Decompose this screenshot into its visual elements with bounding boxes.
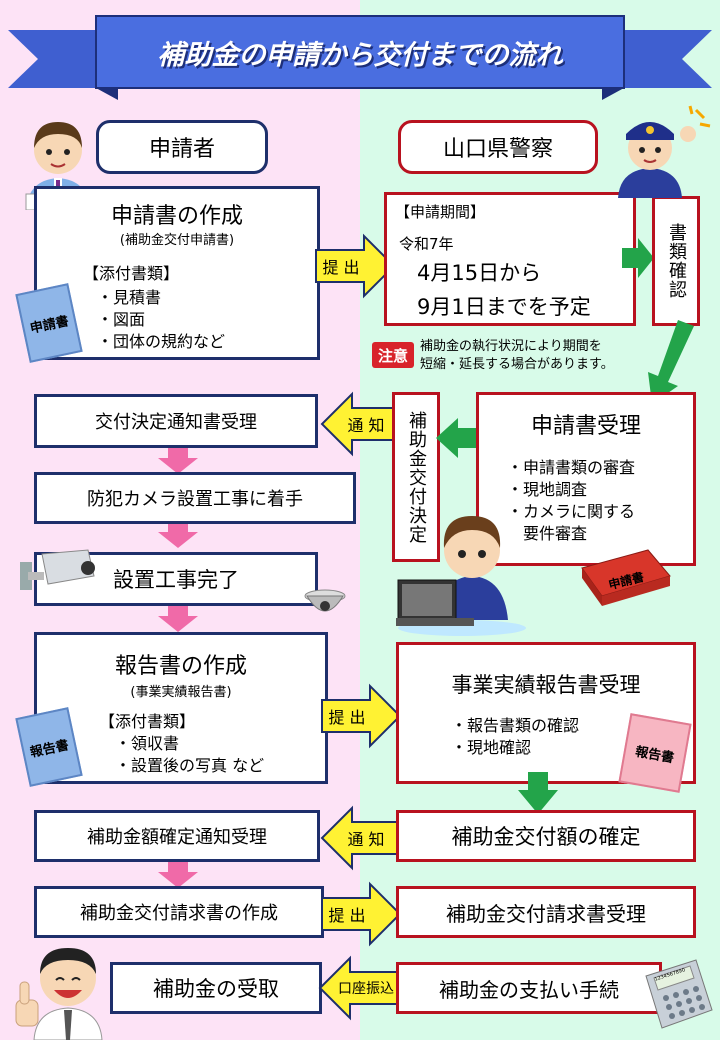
applicant-header: 申請者 bbox=[96, 120, 268, 174]
dome-camera-icon bbox=[304, 589, 346, 612]
calculator-icon bbox=[645, 959, 713, 1029]
document-tray-icon bbox=[581, 549, 671, 606]
title-ribbon bbox=[8, 15, 712, 100]
amount-confirm-box: 補助金交付額の確定 bbox=[396, 810, 696, 862]
period-label: 【申請期間】 bbox=[395, 203, 486, 221]
notify-arrow-2 bbox=[320, 805, 399, 871]
request-receipt-box: 補助金交付請求書受理 bbox=[396, 886, 696, 938]
construction-complete-box: 設置工事完了 bbox=[34, 552, 318, 606]
application-attachment-item: ・図面 bbox=[97, 310, 146, 329]
pink-arrow-down-3 bbox=[158, 604, 198, 632]
decision-notice-box: 交付決定通知書受理 bbox=[34, 394, 318, 448]
payment-process-box: 補助金の支払い手続 bbox=[396, 962, 662, 1014]
green-arrow-to-grant-decision bbox=[436, 418, 484, 458]
caution-text-line1: 補助金の執行状況により期間を bbox=[420, 339, 602, 354]
report-creation-title: 報告書の作成 bbox=[114, 654, 247, 679]
caution-badge: 注意 bbox=[372, 342, 414, 368]
grant-decision-label: 補助金交付決定 bbox=[406, 410, 427, 544]
application-attachments-label: 【添付書類】 bbox=[83, 264, 180, 283]
green-arrow-diagonal bbox=[648, 320, 694, 404]
application-attachment-item: ・団体の規約など bbox=[97, 332, 226, 351]
notify-label-1: 通 知 bbox=[347, 416, 385, 435]
application-creation-title: 申請書の作成 bbox=[110, 204, 243, 229]
submit-arrow-2 bbox=[321, 683, 402, 749]
receive-box: 補助金の受取 bbox=[110, 962, 322, 1014]
green-arrow-down bbox=[518, 772, 558, 814]
payment-request-box: 補助金交付請求書の作成 bbox=[34, 886, 324, 938]
receipt-item: 要件審査 bbox=[507, 524, 588, 543]
doc-check-box: 書類確認 bbox=[652, 196, 700, 326]
pink-arrow-down-4 bbox=[158, 862, 198, 888]
application-creation-box: 申請書の作成 (補助金交付申請書) 【添付書類】 ・見積書 ・図面 ・団体の規約… bbox=[34, 186, 320, 360]
security-camera-icon bbox=[20, 549, 95, 590]
receipt-item: ・カメラに関する bbox=[507, 502, 636, 521]
caution-text-line2: 短縮・延長する場合があります。 bbox=[420, 357, 614, 372]
submit-label-2: 提 出 bbox=[328, 708, 366, 727]
grant-decision-box: 補助金交付決定 bbox=[392, 392, 440, 562]
submit-arrow-1 bbox=[315, 233, 396, 299]
transfer-arrow bbox=[318, 955, 399, 1021]
report-creation-subtitle: (事業実績報告書) bbox=[130, 684, 232, 700]
application-attachment-item: ・見積書 bbox=[97, 288, 162, 307]
report-receipt-item: ・現地確認 bbox=[451, 738, 532, 757]
report-receipt-title: 事業実績報告書受理 bbox=[451, 673, 641, 697]
happy-person-thumbs-up-icon bbox=[15, 948, 103, 1040]
application-period-box: 【申請期間】 令和7年 4月15日から 9月1日までを予定 bbox=[384, 192, 636, 326]
page-title: 補助金の申請から交付までの流れ bbox=[157, 39, 563, 71]
police-header: 山口県警察 bbox=[398, 120, 598, 174]
transfer-label: 口座振込 bbox=[338, 981, 394, 997]
pink-arrow-down-2 bbox=[158, 522, 198, 548]
police-officer-computer-icon bbox=[396, 516, 526, 636]
pink-arrow-down-1 bbox=[158, 448, 198, 474]
notify-label-2: 通 知 bbox=[347, 830, 385, 849]
submit-arrow-3 bbox=[321, 881, 402, 947]
doc-check-label: 書類確認 bbox=[666, 223, 687, 299]
period-year: 令和7年 bbox=[399, 235, 454, 253]
period-to: 9月1日までを予定 bbox=[417, 295, 591, 319]
police-officer-salute-icon bbox=[618, 105, 711, 198]
report-document-icon-right: 報告書 bbox=[618, 713, 692, 793]
application-creation-subtitle: (補助金交付申請書) bbox=[119, 232, 235, 248]
receipt-item: ・申請書類の審査 bbox=[507, 458, 636, 477]
notify-arrow-1 bbox=[320, 391, 399, 457]
submit-label-1: 提 出 bbox=[322, 258, 360, 277]
period-from: 4月15日から bbox=[417, 261, 542, 285]
report-receipt-item: ・報告書類の確認 bbox=[451, 716, 580, 735]
start-construction-box: 防犯カメラ設置工事に着手 bbox=[34, 472, 356, 524]
submit-label-3: 提 出 bbox=[328, 906, 366, 925]
application-receipt-title: 申請書受理 bbox=[530, 414, 641, 439]
report-attachment-item: ・設置後の写真 など bbox=[115, 756, 265, 775]
report-attachment-item: ・領収書 bbox=[115, 734, 180, 753]
green-arrow-to-doc-check bbox=[622, 238, 654, 278]
report-attachments-label: 【添付書類】 bbox=[99, 712, 196, 731]
amount-notice-box: 補助金額確定通知受理 bbox=[34, 810, 320, 862]
receipt-item: ・現地調査 bbox=[507, 480, 588, 499]
application-receipt-box: 申請書受理 ・申請書類の審査 ・現地調査 ・カメラに関する 要件審査 bbox=[476, 392, 696, 566]
